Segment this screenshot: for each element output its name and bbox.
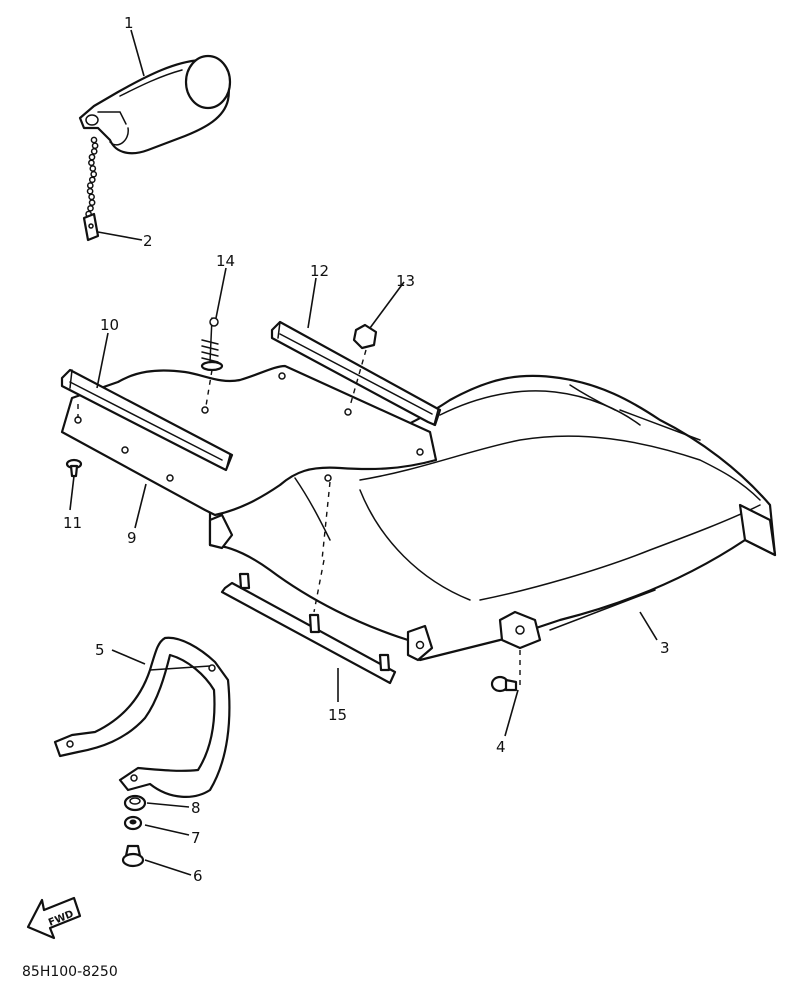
callout-15: 15 [328, 706, 347, 724]
part-4-bolt[interactable] [490, 675, 518, 693]
callout-9: 9 [127, 529, 137, 547]
chain-bead [88, 193, 95, 201]
part-14-spring-pin[interactable] [200, 317, 224, 372]
chain-bead [91, 142, 99, 150]
callout-7: 7 [191, 829, 201, 847]
part-10-rail[interactable] [60, 368, 234, 472]
part-2-chain-tag[interactable] [82, 136, 100, 242]
part-12-rail[interactable] [270, 320, 442, 427]
chain-bead [88, 176, 96, 184]
callout-labels: 1 2 3 4 5 6 7 8 9 10 11 12 13 14 15 [63, 14, 670, 885]
callout-5: 5 [95, 641, 105, 659]
part-7-nut[interactable] [123, 815, 143, 831]
part-11-screw[interactable] [65, 458, 83, 478]
part-15-stud-plate[interactable] [220, 572, 397, 685]
callout-12: 12 [310, 262, 329, 280]
chain-bead [90, 148, 98, 155]
chain-bead [90, 170, 98, 178]
chain-bead [89, 165, 97, 172]
part-8-washer[interactable] [123, 794, 147, 812]
part-13-clip-nut[interactable] [352, 323, 378, 350]
callout-6: 6 [193, 867, 203, 885]
callout-10: 10 [100, 316, 119, 334]
callout-4: 4 [496, 738, 506, 756]
assembly-lines [77, 349, 521, 690]
part-5-bracket[interactable] [53, 636, 231, 798]
fwd-arrow-icon: FWD [26, 896, 82, 940]
callout-3: 3 [660, 639, 670, 657]
chain-bead [88, 159, 95, 167]
part-6-bolt[interactable] [121, 844, 145, 868]
callout-2: 2 [143, 232, 153, 250]
callout-13: 13 [396, 272, 415, 290]
part-1-holder[interactable] [78, 54, 232, 155]
chain-bead [88, 199, 96, 206]
chain-bead [86, 182, 94, 189]
drawing-code: 85H100-8250 [22, 964, 118, 980]
callout-14: 14 [216, 252, 235, 270]
part-9-plate[interactable] [60, 364, 438, 517]
leader-lines [69, 29, 658, 876]
callout-11: 11 [63, 514, 82, 532]
chain-bead [88, 153, 96, 161]
callout-1: 1 [124, 14, 134, 32]
chain-bead [86, 187, 94, 195]
chain-bead [90, 136, 98, 144]
chain-bead [87, 204, 94, 212]
part-3-cover[interactable] [208, 374, 777, 662]
callout-8: 8 [191, 799, 201, 817]
